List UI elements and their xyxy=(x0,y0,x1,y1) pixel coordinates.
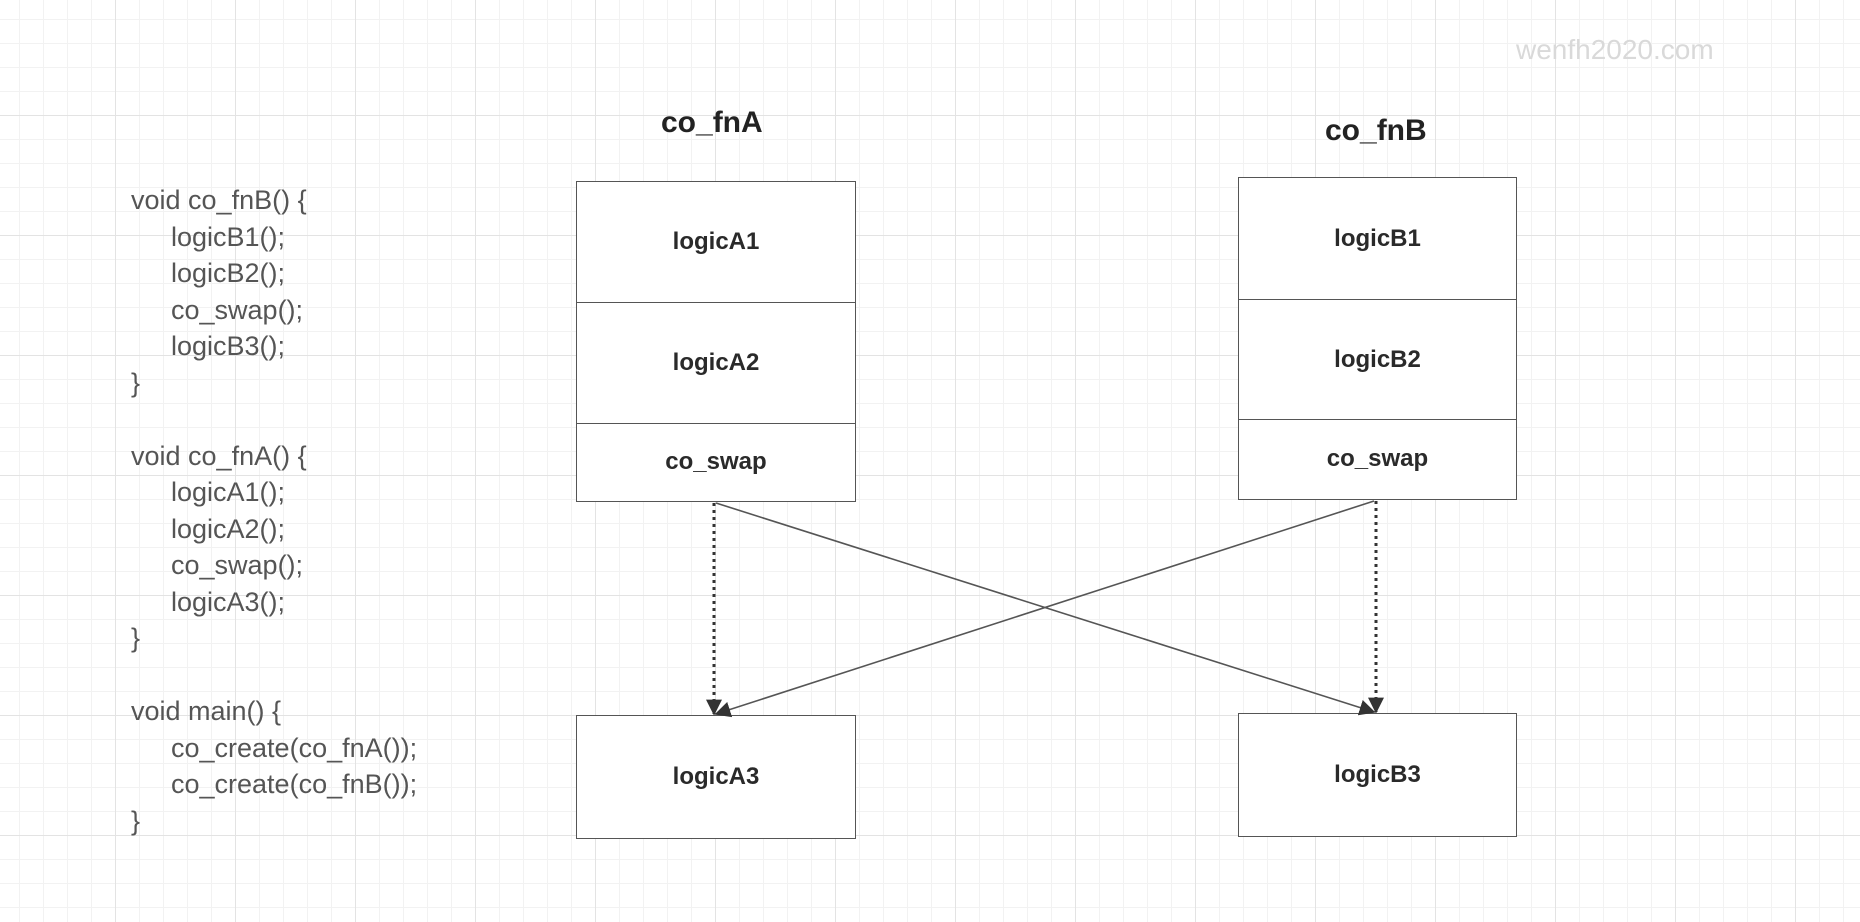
col-a-stack: logicA1 logicA2 co_swap xyxy=(576,181,856,502)
code-fna-signature: void co_fnA() { xyxy=(131,440,307,471)
code-fnb-line: logicB2(); xyxy=(171,258,286,288)
col-b-cell-co-swap: co_swap xyxy=(1326,445,1429,472)
watermark: wenfh2020.com xyxy=(1516,34,1714,65)
col-a-result-box: logicA3 xyxy=(576,715,856,839)
col-b-result-box: logicB3 xyxy=(1238,713,1517,837)
code-fnb-line: co_swap(); xyxy=(171,294,304,325)
code-main-signature: void main() { xyxy=(131,696,282,726)
col-a-result-logica3: logicA3 xyxy=(672,762,760,790)
col-a-cell-co-swap: co_swap xyxy=(665,448,767,475)
code-fnb-close: } xyxy=(131,367,141,398)
col-a-cell-logica1: logicA1 xyxy=(577,182,855,303)
code-fna-close: } xyxy=(131,623,141,653)
code-fnb-line: logicB3(); xyxy=(171,331,286,361)
col-b-result-logicb3: logicB3 xyxy=(1334,760,1421,788)
code-main-line: co_create(co_fnA()); xyxy=(171,732,418,763)
code-fnb-line: logicB1(); xyxy=(171,221,286,252)
col-b-stack: logicB1 logicB2 co_swap xyxy=(1238,177,1517,500)
code-main-close: } xyxy=(131,805,141,836)
code-fna-line: logicA2(); xyxy=(171,513,286,544)
code-main-line: co_create(co_fnB()); xyxy=(171,769,418,799)
col-b-cell-logicb1: logicB1 xyxy=(1239,178,1516,300)
code-listing: void co_fnB() { logicB1(); logicB2(); co… xyxy=(131,182,417,839)
col-b-title: co_fnB xyxy=(1325,114,1427,147)
col-a-cell-logica2: logicA2 xyxy=(577,303,855,424)
col-a-title: co_fnA xyxy=(661,106,763,139)
code-fna-line: logicA3(); xyxy=(171,586,286,617)
code-fnb-signature: void co_fnB() { xyxy=(131,185,307,215)
arrow-b-swap-to-logica3 xyxy=(714,500,1375,718)
code-fna-line: logicA1(); xyxy=(171,477,286,507)
code-fna-line: co_swap(); xyxy=(171,550,304,580)
col-b-cell-logicb2: logicB2 xyxy=(1239,300,1516,420)
